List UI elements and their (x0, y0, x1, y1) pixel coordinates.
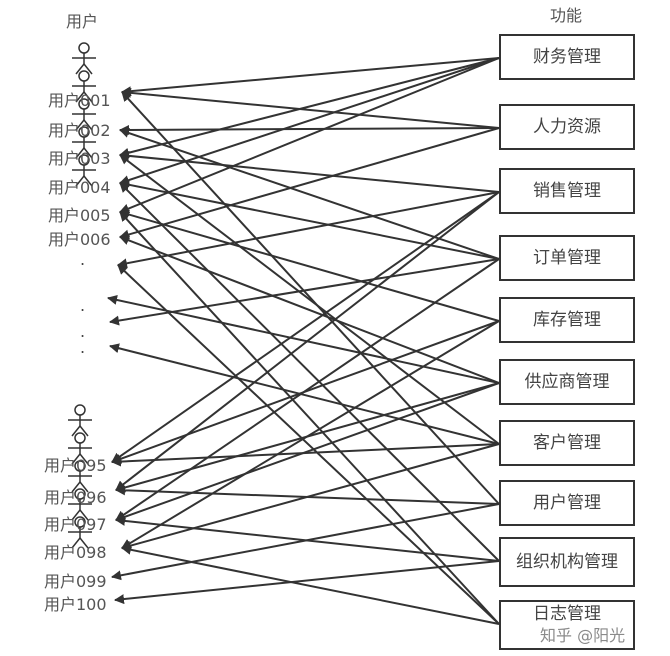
user-label[interactable]: 用户100 (44, 595, 107, 614)
users-title: 用户 (66, 12, 99, 31)
function-box[interactable]: 库存管理 (499, 297, 635, 343)
actor-icon (72, 154, 96, 187)
connection-arrow (119, 57, 500, 214)
connection-arrow (119, 57, 500, 185)
function-label: 组织机构管理 (516, 552, 618, 572)
user-label[interactable]: 用户002 (48, 121, 111, 140)
connection-arrow (119, 235, 500, 384)
watermark: 知乎 @阳光 (540, 626, 626, 645)
actor-icon (72, 98, 96, 131)
connection-arrow (119, 57, 500, 158)
function-box[interactable]: 订单管理 (499, 235, 635, 281)
function-box[interactable]: 销售管理 (499, 168, 635, 214)
ellipsis-dot: . (80, 322, 86, 341)
user-label[interactable]: 用户095 (44, 456, 107, 475)
function-label: 日志管理 (533, 604, 601, 624)
connection-arrow (121, 544, 500, 625)
function-label: 销售管理 (533, 181, 601, 201)
ellipsis-dot: . (80, 338, 86, 357)
function-label: 供应商管理 (524, 372, 610, 392)
connection-arrow (119, 179, 500, 260)
connection-arrow (119, 154, 500, 445)
ellipsis-dot: . (80, 296, 86, 315)
actor-icon (72, 126, 96, 159)
user-label[interactable]: 用户097 (44, 515, 107, 534)
functions-title: 功能 (550, 6, 583, 25)
connection-arrow (109, 258, 500, 326)
user-label[interactable]: 用户099 (44, 572, 107, 591)
connection-arrow (107, 295, 500, 384)
function-label: 财务管理 (533, 47, 601, 67)
connection-arrow (121, 87, 500, 129)
connection-arrow (119, 150, 500, 193)
function-label: 客户管理 (533, 433, 601, 453)
connection-arrow (119, 182, 500, 562)
actor-icon (72, 42, 96, 75)
actor-icon (68, 460, 92, 493)
user-label[interactable]: 用户098 (44, 543, 107, 562)
ellipsis-dot: . (80, 250, 86, 269)
user-label[interactable]: 用户004 (48, 178, 111, 197)
connection-arrow (115, 382, 500, 493)
user-label[interactable]: 用户006 (48, 230, 111, 249)
user-label[interactable]: 用户001 (48, 91, 111, 110)
user-label[interactable]: 用户003 (48, 149, 111, 168)
connection-arrow (114, 560, 500, 605)
connection-arrow (117, 191, 500, 269)
function-box[interactable]: 财务管理 (499, 34, 635, 80)
function-box[interactable]: 人力资源 (499, 104, 635, 150)
connection-arrow (111, 320, 500, 464)
connection-arrow (117, 264, 500, 625)
connection-arrow (121, 443, 500, 551)
user-label[interactable]: 用户005 (48, 206, 111, 225)
connection-arrow (121, 91, 500, 505)
function-box[interactable]: 用户管理 (499, 480, 635, 526)
function-label: 用户管理 (533, 493, 601, 513)
connection-arrow (115, 515, 500, 562)
actor-icon (68, 516, 92, 549)
connection-arrow (119, 124, 500, 135)
actor-icon (68, 488, 92, 521)
connection-arrow (119, 127, 500, 240)
connection-arrow (111, 443, 500, 467)
function-box[interactable]: 客户管理 (499, 420, 635, 466)
actor-icon (68, 404, 92, 437)
function-box[interactable]: 组织机构管理 (499, 537, 635, 587)
connection-arrow (119, 211, 500, 625)
connection-arrow (119, 128, 500, 260)
connection-arrow (115, 485, 500, 505)
connection-arrow (109, 343, 500, 445)
actor-icon (68, 432, 92, 465)
function-box[interactable]: 供应商管理 (499, 359, 635, 405)
user-label[interactable]: 用户096 (44, 488, 107, 507)
function-label: 人力资源 (533, 117, 601, 137)
function-label: 库存管理 (533, 310, 601, 330)
connection-arrow (115, 382, 500, 522)
connection-arrow (119, 209, 500, 322)
connection-arrow (121, 57, 500, 97)
function-box[interactable]: 日志管理 (499, 600, 635, 650)
actor-icon (72, 70, 96, 103)
function-label: 订单管理 (533, 248, 601, 268)
